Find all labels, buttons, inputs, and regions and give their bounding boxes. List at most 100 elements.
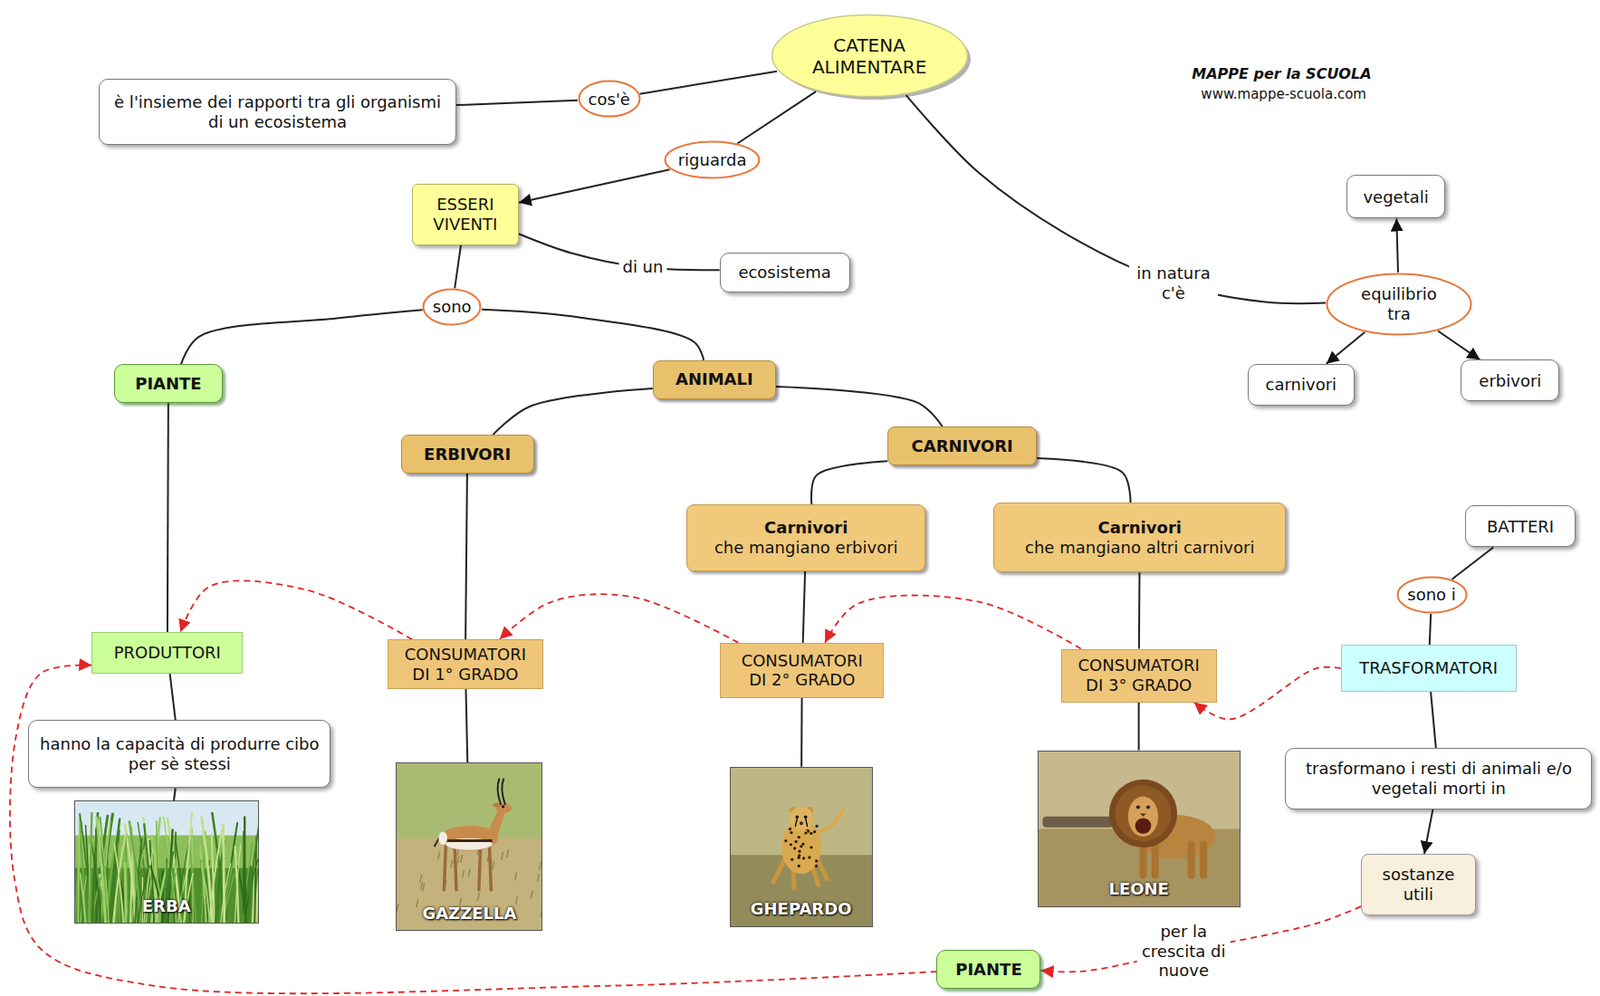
background (1038, 751, 1240, 907)
gazelle-leg (479, 843, 481, 892)
lion-leg (1139, 843, 1147, 875)
concept-link (1430, 691, 1437, 748)
linking-phrase-ellipse: cos'è (577, 79, 642, 118)
node-content: ERBIVORI (423, 444, 511, 465)
node-text: sono i (1407, 584, 1457, 605)
node-text: CONSUMATORI DI 1° GRADO (393, 644, 537, 684)
level-box: CONSUMATORI DI 2° GRADO (719, 642, 884, 699)
node-text: TRASFORMATORI (1359, 658, 1498, 679)
grass-blade (234, 844, 240, 924)
level-box: PRODUTTORI (91, 632, 243, 674)
cheetah-spot (809, 832, 813, 835)
lion-nose (1140, 813, 1147, 816)
node-text: PIANTE (955, 959, 1022, 980)
node-text: Carnivori (1025, 517, 1255, 538)
lion-mane (1108, 778, 1177, 847)
concept-box: erbivori (1460, 359, 1560, 402)
node-text: erbivori (1478, 371, 1542, 392)
node-text: ecosistema (737, 262, 831, 283)
cheetah-spot (784, 839, 787, 843)
gazelle-ear (493, 803, 501, 807)
sky (75, 801, 259, 923)
node-content: Carnivoriche mangiano altri carnivori (1025, 517, 1255, 557)
node-text: CONSUMATORI DI 3° GRADO (1067, 655, 1211, 695)
concept-link (1036, 458, 1131, 503)
lion-leg (1199, 843, 1208, 875)
cheetah-spot (807, 855, 811, 859)
level-box: TRASFORMATORI (1341, 644, 1517, 692)
background (730, 767, 872, 927)
dashed-flow-arrow (499, 594, 739, 643)
node-text: ESSERI VIVENTI (419, 194, 511, 234)
cheetah-spot (796, 855, 800, 859)
node-text: cos'è (588, 89, 631, 110)
concept-link (776, 386, 943, 427)
gazelle-rump (439, 832, 449, 846)
grass-tuft (539, 862, 542, 871)
node-text: sostanze utili (1369, 864, 1467, 904)
node-text: CARNIVORI (911, 436, 1014, 457)
cheetah-spot (814, 864, 818, 868)
gazelle-eye (501, 805, 505, 809)
concept-box: ecosistema (719, 252, 851, 293)
concept-link (481, 309, 704, 361)
grass-blade (124, 862, 126, 923)
cheetah-spot (797, 849, 801, 853)
node-content: CARNIVORI (911, 436, 1014, 457)
ellipse-shape (1326, 273, 1471, 335)
lion-leg (1150, 843, 1159, 875)
node-text: che mangiano altri carnivori (1025, 537, 1255, 558)
node-content: equilibrio tra (1350, 284, 1448, 324)
cheetah-spot (801, 842, 805, 845)
grass-blade (95, 816, 106, 923)
grass-tuft (458, 855, 460, 864)
edge-label: di un (618, 256, 667, 278)
concept-link (1451, 546, 1494, 579)
grass-tuft (478, 892, 480, 901)
node-text: CONSUMATORI DI 2° GRADO (730, 651, 874, 690)
node-content: PRODUTTORI (114, 642, 221, 663)
node-text: riguarda (678, 150, 748, 171)
grass-tuft (422, 883, 425, 892)
node-text: CATENA ALIMENTARE (803, 34, 936, 78)
grass-blade (200, 845, 207, 923)
ellipse-shape (578, 81, 640, 117)
ellipse-shape (1397, 576, 1466, 613)
concept-box: è l'insieme dei rapporti tra gli organis… (98, 78, 457, 145)
grass-blade (89, 812, 92, 923)
cheetah-spot (804, 831, 807, 834)
node-text: PRODUTTORI (114, 642, 221, 663)
concept-link (811, 460, 888, 505)
grass-blade (79, 872, 86, 923)
cheetah-eye (804, 814, 808, 819)
grass-tuft (462, 870, 465, 879)
category-box: ERBIVORI (401, 434, 535, 474)
node-text: Carnivori (714, 517, 899, 538)
cheetah-spot (788, 827, 792, 831)
node-text: trasformano i resti di animali e/o veget… (1295, 758, 1582, 798)
grass-tuft (492, 861, 495, 870)
category-box: Carnivoriche mangiano erbivori (686, 504, 926, 572)
node-content: vegetali (1362, 187, 1428, 208)
plant-box: PIANTE (936, 949, 1041, 989)
node-content: CONSUMATORI DI 1° GRADO (393, 644, 537, 684)
node-content: trasformano i resti di animali e/o veget… (1295, 758, 1582, 798)
grass-blade (95, 814, 108, 923)
node-content: GAZZELLA (421, 903, 517, 924)
node-text: è l'insieme dei rapporti tra gli organis… (109, 92, 447, 132)
grass-blade (222, 823, 224, 923)
linking-phrase-ellipse: sono (421, 287, 482, 326)
concept-link (454, 245, 461, 289)
cheetah-spot (809, 845, 813, 849)
concept-box: carnivori (1247, 364, 1355, 406)
node-content: LEONE (1108, 879, 1169, 900)
connectors (9, 71, 1494, 994)
node-content: CONSUMATORI DI 3° GRADO (1067, 655, 1211, 695)
concept-link (518, 169, 671, 203)
node-content: PIANTE (134, 373, 202, 394)
concept-link (173, 787, 176, 801)
node-text: hanno la capacità di produrre cibo per s… (38, 734, 322, 774)
grass-blade (113, 833, 126, 923)
node-text: equilibrio tra (1350, 284, 1448, 324)
node-text: BATTERI (1486, 517, 1554, 537)
